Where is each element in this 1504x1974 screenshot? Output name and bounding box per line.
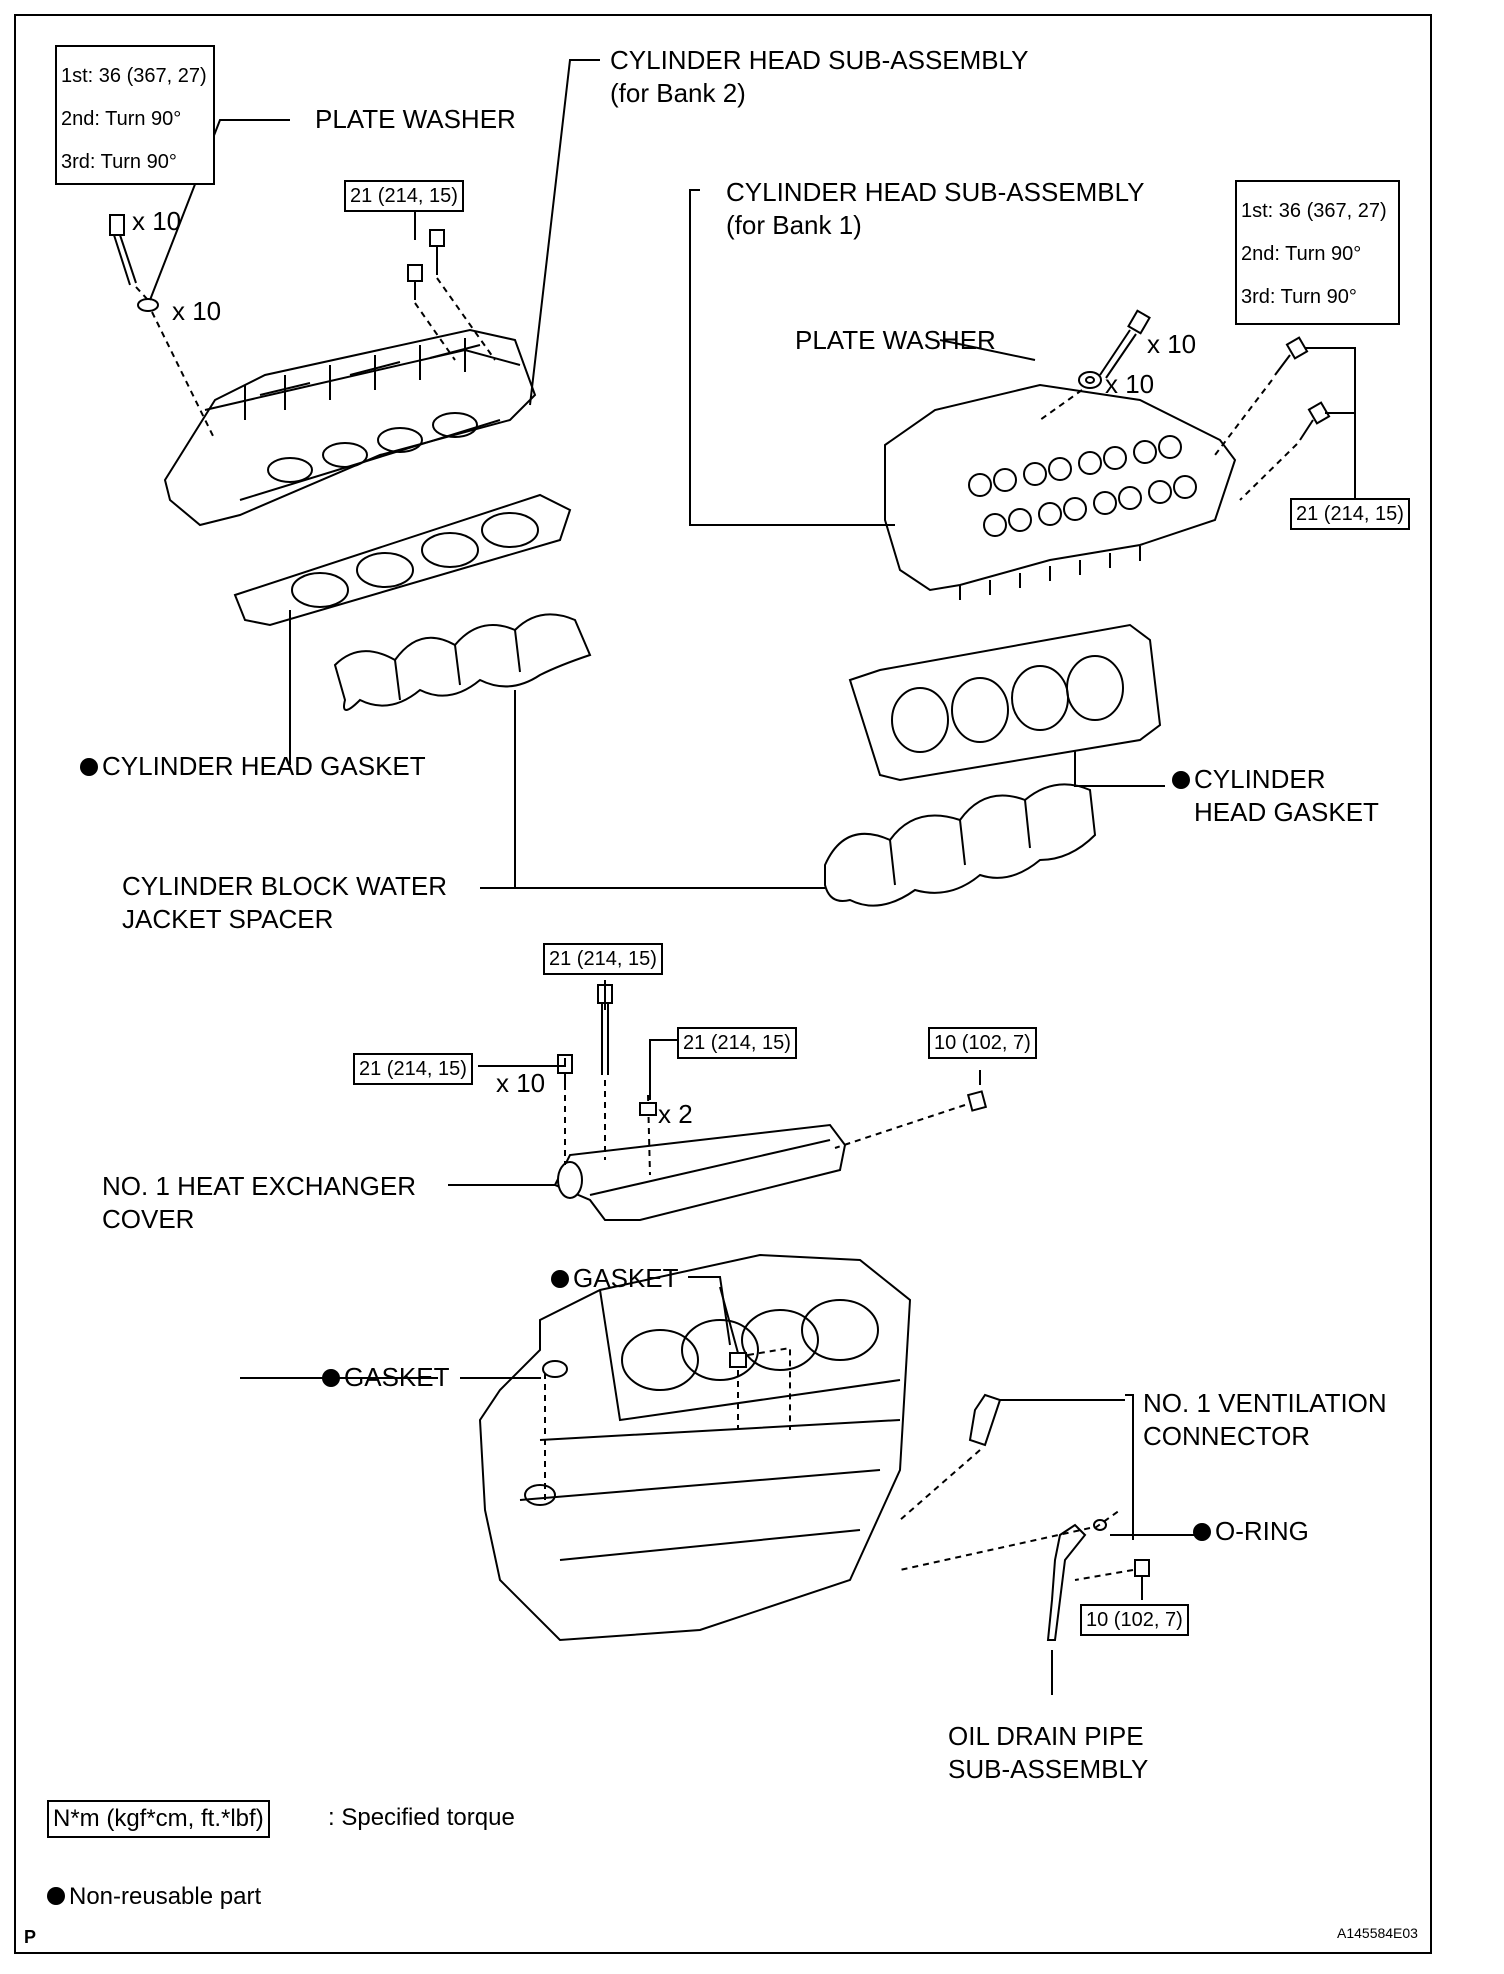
head-bank2-cylinder-bores — [267, 412, 478, 483]
torque-step-1: 1st: 36 (367, 27) — [61, 65, 207, 87]
label-head-bank2: CYLINDER HEAD SUB-ASSEMBLY (for Bank 2) — [610, 45, 1029, 108]
nonreusable-dot — [322, 1369, 340, 1387]
head-small-bolts-bank1 — [1214, 336, 1356, 501]
legend-torque-box: N*m (kgf*cm, ft.*lbf) — [47, 1800, 270, 1838]
water-jacket-spacer-left-drawing — [333, 613, 592, 711]
nonreusable-dot — [1193, 1523, 1211, 1541]
torque-oil-drain: 10 (102, 7) — [1080, 1604, 1189, 1636]
qty-bolt-right: x 10 — [1147, 329, 1197, 359]
leader-lines — [149, 59, 1165, 1354]
label-water-jacket-spacer: CYLINDER BLOCK WATER JACKET SPACER — [122, 871, 448, 934]
torque-sequence-bank1: 1st: 36 (367, 27) 2nd: Turn 90° 3rd: Tur… — [1235, 180, 1400, 325]
nonreusable-dot — [47, 1887, 65, 1905]
nonreusable-dot — [1172, 771, 1190, 789]
label-gasket-right: CYLINDER HEAD GASKET — [1172, 763, 1379, 829]
nonreusable-dot — [551, 1270, 569, 1288]
torque-cover-nut: 21 (214, 15) — [677, 1027, 797, 1059]
cylinder-head-bank1-drawing — [884, 383, 1237, 600]
leader-ventilation — [1125, 1394, 1134, 1540]
torque-step-2: 2nd: Turn 90° — [1241, 243, 1362, 265]
torque-cover-left: 21 (214, 15) — [353, 1053, 473, 1085]
torque-step-1: 1st: 36 (367, 27) — [1241, 200, 1387, 222]
torque-step-2: 2nd: Turn 90° — [61, 108, 182, 130]
torque-cover-top: 21 (214, 15) — [543, 943, 663, 975]
label-oring: O-RING — [1193, 1515, 1309, 1548]
label-gasket-left: CYLINDER HEAD GASKET — [80, 750, 426, 783]
head-bolt-bank2 — [109, 214, 216, 441]
qty-cover-bolts: x 10 — [496, 1068, 546, 1098]
label-head-bank1: CYLINDER HEAD SUB-ASSEMBLY (for Bank 1) — [726, 177, 1145, 240]
legend-nonreusable: Non-reusable part — [47, 1880, 261, 1913]
nonreusable-dot — [80, 758, 98, 776]
corner-marker: P — [24, 1927, 37, 1947]
torque-head-left-bolts: 21 (214, 15) — [344, 180, 464, 212]
figure-code: A145584E03 — [1337, 1925, 1418, 1941]
oil-drain-pipe-drawing — [899, 1509, 1200, 1695]
cylinder-head-gasket-left-drawing — [233, 493, 572, 627]
heat-exchanger-fasteners — [448, 980, 988, 1186]
heat-exchanger-cover-drawing — [553, 1123, 847, 1221]
label-gasket-top: GASKET — [551, 1262, 678, 1295]
torque-step-3: 3rd: Turn 90° — [1241, 286, 1357, 308]
qty-bolt-left: x 10 — [132, 206, 182, 236]
label-plate-washer-left: PLATE WASHER — [315, 104, 516, 134]
ventilation-connector-drawing — [899, 1393, 1125, 1521]
head-bank1-valve-springs — [968, 435, 1197, 537]
qty-cover-nuts: x 2 — [658, 1099, 693, 1129]
torque-step-3: 3rd: Turn 90° — [61, 151, 177, 173]
qty-washer-left: x 10 — [172, 296, 222, 326]
torque-cover-right: 10 (102, 7) — [928, 1027, 1037, 1059]
qty-washer-right: x 10 — [1105, 369, 1155, 399]
torque-sequence-bank2: 1st: 36 (367, 27) 2nd: Turn 90° 3rd: Tur… — [55, 45, 215, 185]
cylinder-block-gaskets — [460, 1276, 791, 1500]
torque-head-right-bolts: 21 (214, 15) — [1290, 498, 1410, 530]
cylinder-head-gasket-right-drawing — [848, 623, 1162, 782]
water-jacket-spacer-right-drawing — [824, 783, 1097, 907]
head-bolt-bank1 — [1039, 309, 1151, 421]
label-gasket-mid: GASKET — [322, 1361, 449, 1394]
label-oil-drain-pipe: OIL DRAIN PIPE SUB-ASSEMBLY — [948, 1721, 1149, 1784]
cylinder-block-drawing — [478, 1253, 912, 1642]
legend-torque-text: : Specified torque — [328, 1804, 515, 1831]
label-heat-exchanger-cover: NO. 1 HEAT EXCHANGER COVER — [102, 1171, 416, 1234]
cylinder-head-bank2-drawing — [163, 328, 537, 527]
label-plate-washer-right: PLATE WASHER — [795, 325, 996, 355]
diagram-frame — [14, 14, 1432, 1954]
label-ventilation-connector: NO. 1 VENTILATION CONNECTOR — [1143, 1388, 1387, 1451]
